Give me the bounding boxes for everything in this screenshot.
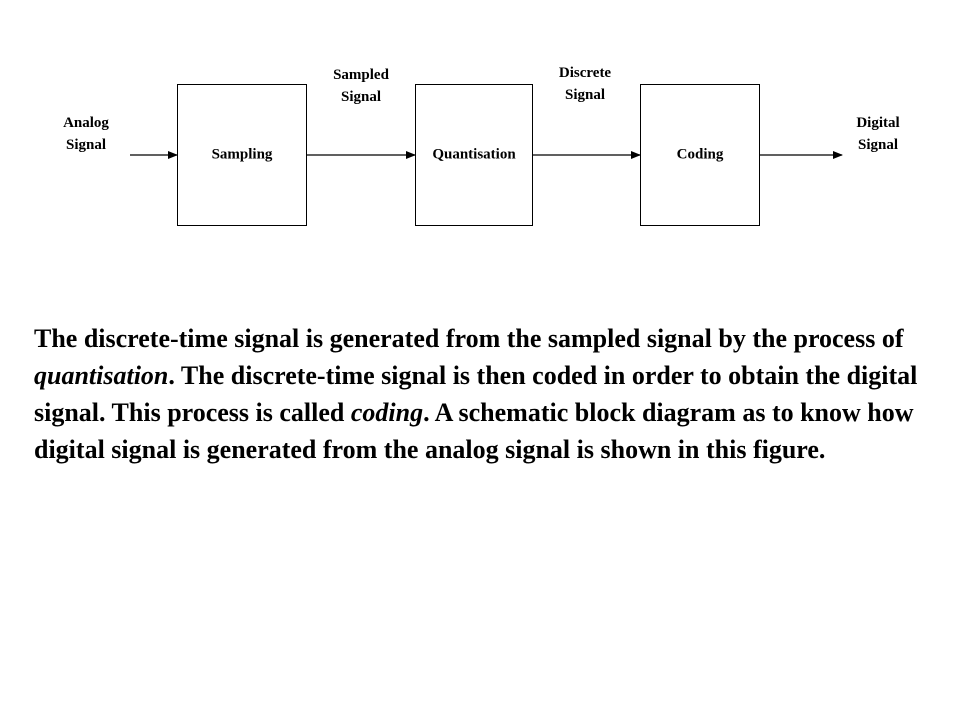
label-discrete-signal: Discrete Signal: [558, 65, 612, 103]
signal-arrows: [130, 151, 843, 159]
caption-paragraph: The discrete-time signal is generated fr…: [34, 324, 918, 464]
block-diagram: Analog Signal Sampled Signal Discrete Si…: [0, 0, 960, 300]
term-quantisation: quantisation: [34, 361, 169, 390]
input-label-analog-signal: Analog Signal: [63, 115, 109, 153]
sampling-label: Sampling: [211, 146, 273, 163]
label-sampled-signal: Sampled Signal: [333, 67, 389, 105]
coding-label: Coding: [676, 146, 724, 163]
output-label-digital-signal: Digital Signal: [856, 115, 900, 153]
quantisation-label: Quantisation: [432, 146, 516, 163]
term-coding: coding: [350, 398, 424, 427]
